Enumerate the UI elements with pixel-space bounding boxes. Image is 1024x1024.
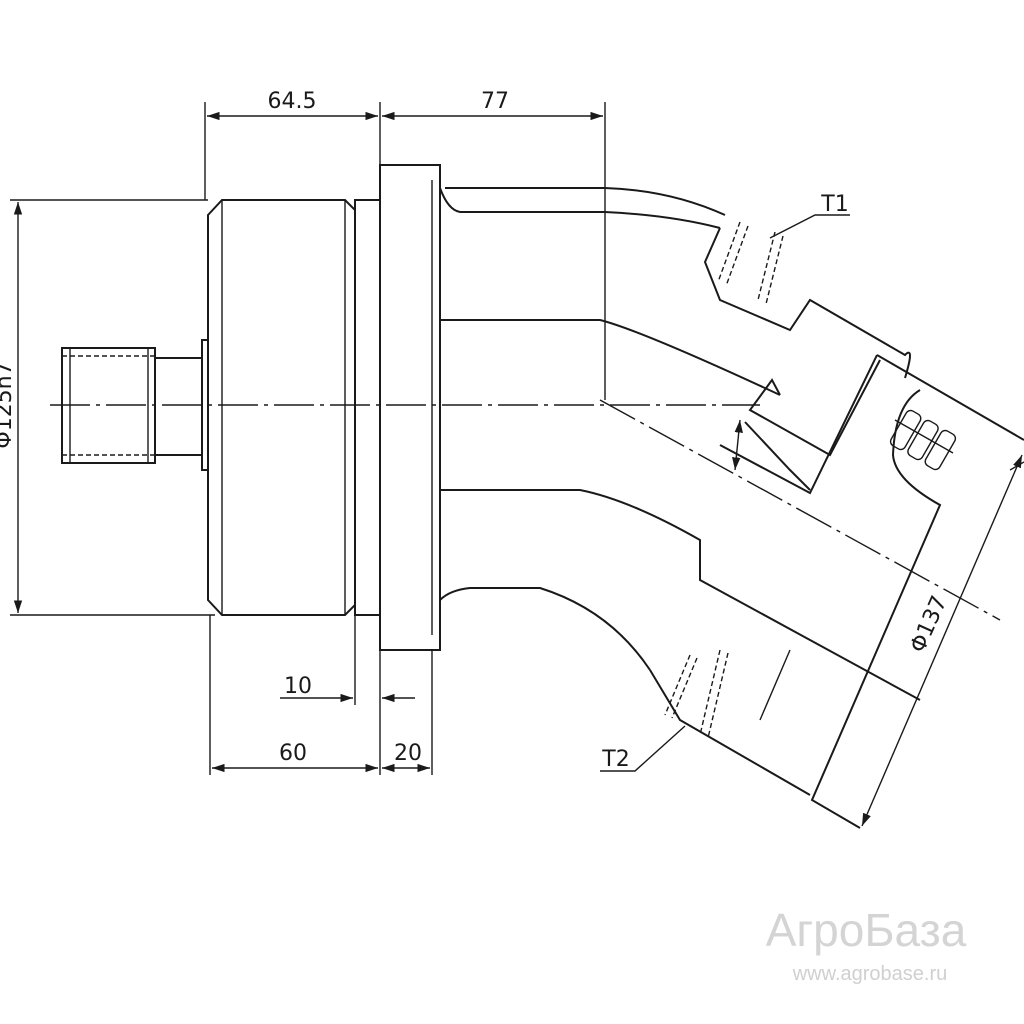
dim-10: 10 [284, 674, 312, 699]
dim-20: 20 [394, 741, 422, 766]
shaft [61, 339, 209, 471]
port-label-t1: T1 [820, 192, 848, 217]
dim-line-137 [861, 454, 1023, 827]
tilted-centerline [599, 399, 1001, 621]
watermark-url: www.agrobase.ru [792, 963, 948, 985]
dim-125h7: Φ125h7 [0, 361, 17, 448]
leader-t1 [769, 214, 850, 239]
leader-t2 [600, 725, 686, 772]
angle-dim-line [732, 419, 743, 471]
housing [439, 187, 921, 796]
extension-lines [10, 102, 1024, 775]
watermark-brand: АгроБаза [766, 904, 967, 956]
dim-64-5: 64.5 [268, 89, 317, 114]
flange [379, 164, 441, 651]
motor-body [207, 199, 381, 616]
dim-137: Φ137 [906, 592, 953, 656]
port-t1-threads [717, 221, 784, 305]
port-label-t2: T2 [601, 747, 629, 772]
end-block [719, 354, 1024, 829]
dim-60: 60 [279, 741, 307, 766]
dim-77: 77 [481, 89, 509, 114]
port-t2-threads [664, 649, 729, 739]
